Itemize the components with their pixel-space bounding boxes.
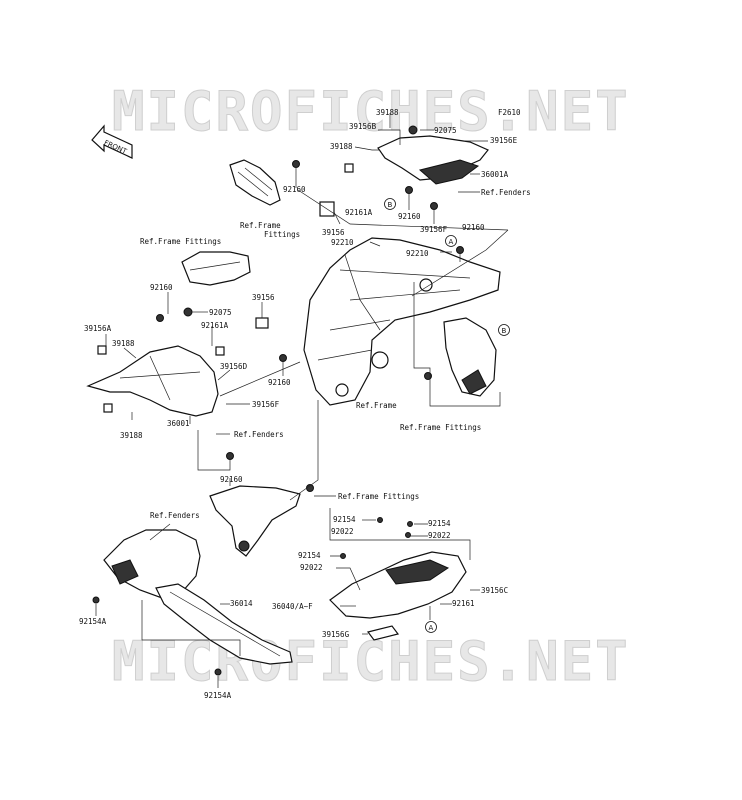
label-92210-b: 92210 bbox=[406, 249, 429, 258]
label-36040: 36040/A~F bbox=[272, 602, 313, 611]
label-36001: 36001 bbox=[167, 419, 190, 428]
label-92160-d: 92160 bbox=[150, 283, 173, 292]
label-39156-left: 39156 bbox=[252, 293, 275, 302]
svg-text:B: B bbox=[502, 327, 507, 335]
label-92160-c: 92160 bbox=[462, 223, 485, 232]
part-36014-shape bbox=[155, 583, 293, 665]
label-39188-bottom: 39188 bbox=[120, 431, 143, 440]
label-92154a-bottom: 92154A bbox=[204, 691, 232, 700]
label-ref-fenders-top: Ref.Fenders bbox=[481, 188, 531, 197]
label-39156-top: 39156 bbox=[322, 228, 345, 237]
label-ref-fenders-low: Ref.Fenders bbox=[150, 511, 200, 520]
label-92160-b: 92160 bbox=[398, 212, 421, 221]
left-frame-fitting-shape bbox=[181, 251, 251, 286]
label-92161a-top: 92161A bbox=[345, 208, 373, 217]
callout-b-mid: B bbox=[498, 324, 510, 336]
label-39156c: 39156C bbox=[481, 586, 508, 595]
label-92210-a: 92210 bbox=[331, 238, 354, 247]
callout-b-top: B bbox=[384, 198, 396, 210]
label-92022-b: 92022 bbox=[428, 531, 451, 540]
label-39156f-top: 39156F bbox=[420, 225, 448, 234]
part-36001-shape bbox=[86, 345, 219, 417]
label-92160-f: 92160 bbox=[220, 475, 243, 484]
label-ref-frame-fittings-3: Ref.Frame Fittings bbox=[400, 423, 481, 432]
label-92161: 92161 bbox=[452, 599, 475, 608]
label-92160-a: 92160 bbox=[283, 185, 306, 194]
lower-left-fender-shape bbox=[103, 529, 201, 599]
label-ref-fenders-mid: Ref.Fenders bbox=[234, 430, 284, 439]
upper-left-bracket-shape bbox=[229, 159, 281, 206]
label-ref-frame: Ref.Frame bbox=[356, 401, 397, 410]
label-ref-frame-fittings-1b: Fittings bbox=[264, 230, 300, 239]
label-92160-e: 92160 bbox=[268, 378, 291, 387]
right-mid-cover-shape bbox=[443, 317, 497, 397]
label-92154-c: 92154 bbox=[298, 551, 321, 560]
label-39156a: 39156A bbox=[84, 324, 112, 333]
label-39156f-left: 39156F bbox=[252, 400, 280, 409]
label-39156g: 39156G bbox=[322, 630, 350, 639]
grommet-92075-top bbox=[408, 125, 418, 135]
part-labels: 39188 39156B 92075 39156E 39188 36001A R… bbox=[79, 108, 531, 700]
label-39188-mid: 39188 bbox=[330, 142, 353, 151]
label-92154-a: 92154 bbox=[333, 515, 356, 524]
figure-code: F2610 bbox=[498, 108, 521, 117]
label-36001a: 36001A bbox=[481, 170, 509, 179]
part-36001a-shape bbox=[377, 125, 489, 185]
label-36014: 36014 bbox=[230, 599, 253, 608]
label-ref-frame-fittings-4: Ref.Frame Fittings bbox=[338, 492, 419, 501]
part-36040-shape bbox=[329, 551, 467, 641]
svg-text:A: A bbox=[429, 624, 434, 632]
callout-a-top: A bbox=[445, 235, 457, 247]
label-92022-c: 92022 bbox=[300, 563, 323, 572]
label-ref-frame-fittings-2: Ref.Frame Fittings bbox=[140, 237, 221, 246]
label-39188-left: 39188 bbox=[112, 339, 135, 348]
label-92154-b: 92154 bbox=[428, 519, 451, 528]
leader-lines bbox=[95, 113, 509, 688]
label-92154a-left: 92154A bbox=[79, 617, 107, 626]
frame-shape bbox=[303, 237, 501, 406]
svg-text:B: B bbox=[388, 201, 393, 209]
label-39188-top: 39188 bbox=[376, 108, 399, 117]
label-92075-top: 92075 bbox=[434, 126, 457, 135]
label-92022-a: 92022 bbox=[331, 527, 354, 536]
label-39156b: 39156B bbox=[349, 122, 377, 131]
label-92161a-left: 92161A bbox=[201, 321, 229, 330]
label-39156e: 39156E bbox=[490, 136, 518, 145]
callout-a-bottom: A bbox=[425, 621, 437, 633]
lower-center-bracket-shape bbox=[209, 485, 301, 557]
label-92075-left: 92075 bbox=[209, 308, 232, 317]
label-39156d: 39156D bbox=[220, 362, 248, 371]
watermark-bottom: MICROFICHES.NET bbox=[112, 630, 630, 693]
watermark-top: MICROFICHES.NET bbox=[112, 80, 630, 143]
svg-text:A: A bbox=[449, 238, 454, 246]
label-ref-frame-fittings-1a: Ref.Frame bbox=[240, 221, 281, 230]
